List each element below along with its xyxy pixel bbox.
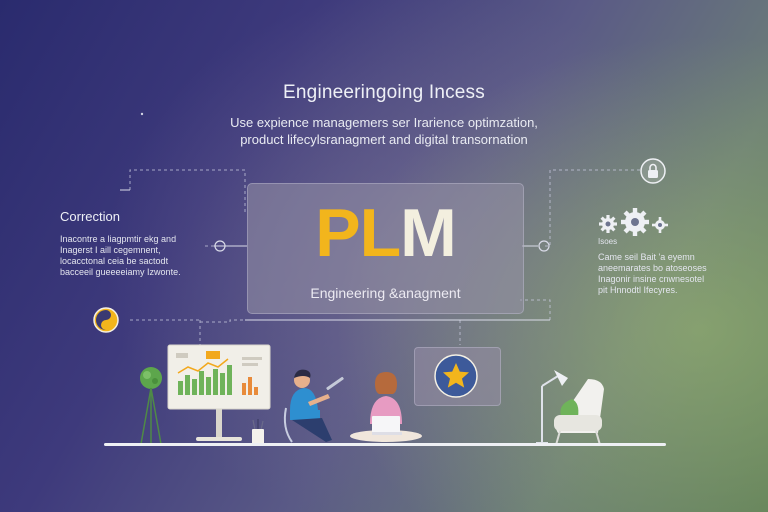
left-panel-text: Inacontre a liagpmtir ekg and Inagerst I… [60,234,210,278]
plm-logo-pl: PL [315,195,401,271]
left-panel-heading: Correction [60,209,120,224]
subtitle-line-2: product lifecylsranagmert and digital tr… [240,132,528,147]
page-title: Engineeringoing Incess [283,82,485,103]
plm-logo-m: M [400,195,457,271]
person-tablet-illustration [283,369,344,443]
plant-icon [140,367,162,445]
right-panel-line: Came seil Bait 'a eyemn [598,252,695,262]
page-subtitle: Use expience managemers ser Irarience op… [0,114,768,148]
left-panel-line: locacctonal ceia be sactodt [60,256,169,266]
left-panel-line: Inagerst I aill cegemnent, [60,245,161,255]
chair-icon [554,379,604,446]
star-icon[interactable] [434,354,478,398]
plm-hero-card: PLM Engineering &anagment [247,183,524,314]
yin-yang-icon[interactable] [93,307,119,333]
plm-logo: PLM [248,194,523,272]
left-panel-line: bacceeil gueeeeiamy Izwonte. [60,267,181,277]
right-panel-label: Isoes [598,237,618,246]
plm-caption: Engineering &anagment [310,285,461,301]
right-panel-line: Inagonir insine cnwnesotel [598,274,705,284]
right-panel-line: aneemarates bo atoseoses [598,263,707,273]
person-laptop-illustration [350,372,422,442]
subtitle-line-1: Use expience managemers ser Irarience op… [230,115,538,130]
analytics-monitor-icon [167,344,271,441]
gear-icon [599,208,668,236]
right-panel-text: Came seil Bait 'a eyemn aneemarates bo a… [598,252,738,296]
left-panel-line: Inacontre a liagpmtir ekg and [60,234,177,244]
pencil-cup-icon [252,419,264,445]
lock-icon[interactable] [640,158,666,184]
right-panel-line: pit Hnnodtl Ifecyres. [598,285,678,295]
floor-line [104,443,666,446]
